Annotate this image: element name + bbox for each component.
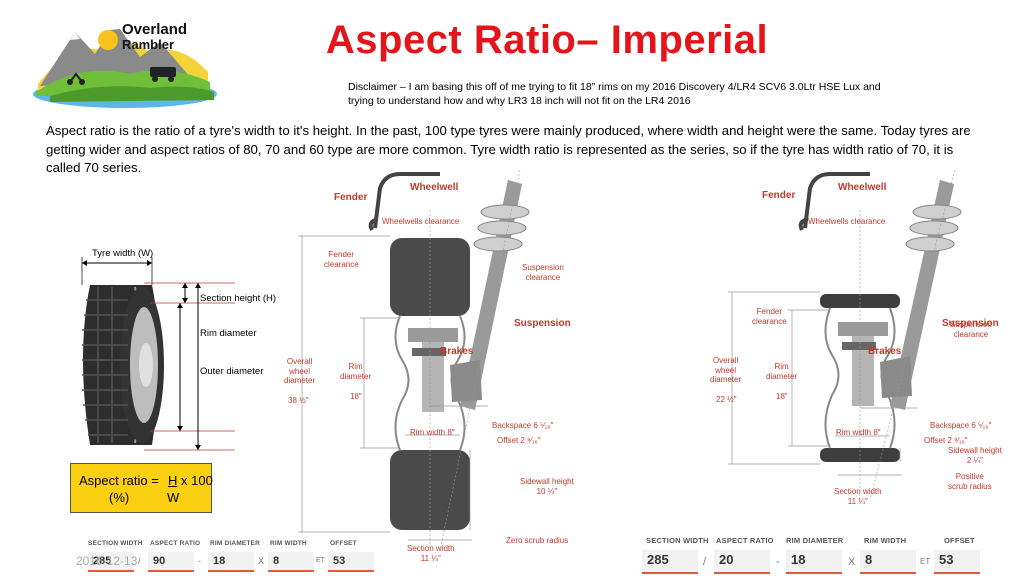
overall-wheel-diameter-right: Overall wheel diameter [710, 356, 742, 384]
wheelwell-label-left: Wheelwell [410, 182, 459, 193]
logo-text-2: Rambler [122, 37, 174, 52]
rim-diameter-left: Rim diameter [340, 362, 372, 381]
fender-label-left: Fender [334, 192, 368, 203]
formula-multiplier: x 100 [181, 473, 213, 488]
section-width-right: Section width 11 ¼″ [834, 487, 882, 506]
ts-right-section-width[interactable]: 285 [642, 550, 698, 574]
formula-denominator: W [167, 490, 180, 505]
intro-paragraph: Aspect ratio is the ratio of a tyre's wi… [46, 123, 971, 175]
suspension-label-right: Suspension [942, 318, 999, 329]
ts-right-header-section-width: SECTION WIDTH [646, 536, 709, 545]
ts-right-rim-diameter[interactable]: 18 [786, 550, 842, 574]
brakes-label-left: Brakes [440, 346, 474, 357]
suspension-label-left: Suspension [514, 318, 571, 329]
outer-diameter-label: Outer diameter [200, 366, 264, 377]
tyre-size-bar-right: SECTION WIDTH ASPECT RATIO RIM DIAMETER … [642, 534, 982, 584]
rim-value-left: 18″ [350, 392, 362, 401]
offset-right: Offset 2 ⁹⁄₁₆″ [924, 436, 968, 445]
ts-right-header-aspect-ratio: ASPECT RATIO [716, 536, 774, 545]
sidewall-height-right: Sidewall height 2 ¼″ [948, 446, 1002, 465]
fender-clearance-left: Fender clearance [324, 250, 359, 269]
ts-left-slash: / [138, 556, 141, 566]
backspace-left: Backspace 6 ⁵⁄₁₆″ [492, 421, 554, 430]
aspect-ratio-formula: Aspect ratio = (%) H W x 100 [70, 463, 213, 513]
formula-numerator: H [168, 473, 178, 488]
page-title: Aspect Ratio– Imperial [325, 18, 769, 62]
section-width-left: Section width 11 ¼″ [407, 544, 455, 563]
ts-left-dash: - [198, 556, 201, 566]
ts-right-et: ET [920, 557, 931, 566]
formula-label: Aspect ratio = [79, 473, 159, 488]
fender-label-right: Fender [762, 190, 796, 201]
ts-left-header-rim-diameter: RIM DIAMETER [210, 540, 261, 547]
ts-left-aspect-ratio[interactable]: 90 [148, 552, 194, 572]
date-stamp: 2016-12-13 [76, 554, 138, 568]
ts-right-rim-width[interactable]: 8 [860, 550, 916, 574]
overland-rambler-logo: Overland Rambler [33, 21, 217, 108]
overall-value-right: 22 ½″ [716, 395, 737, 404]
brakes-label-right: Brakes [868, 346, 902, 357]
ts-right-header-rim-width: RIM WIDTH [864, 536, 907, 545]
ts-right-aspect-ratio[interactable]: 20 [714, 550, 770, 574]
formula-percent: (%) [109, 490, 130, 505]
sidewall-height-left: Sidewall height 10 ¼″ [520, 477, 574, 496]
overall-wheel-diameter-left: Overall wheel diameter [284, 357, 316, 385]
rim-width-right: Rim width 8″ [836, 428, 881, 437]
wheelwell-label-right: Wheelwell [838, 182, 887, 193]
tyre-size-bar-left: SECTION WIDTH ASPECT RATIO RIM DIAMETER … [88, 538, 378, 588]
ts-right-header-rim-diameter: RIM DIAMETER [786, 536, 844, 545]
wheelwells-clearance-left: Wheelwells clearance [382, 217, 460, 226]
ts-left-header-aspect-ratio: ASPECT RATIO [150, 540, 201, 547]
wheel-diagram-left [298, 170, 530, 551]
ts-left-offset[interactable]: 53 [328, 552, 374, 572]
ts-left-header-rim-width: RIM WIDTH [270, 540, 307, 547]
rim-diameter-label: Rim diameter [200, 328, 257, 339]
ts-left-rim-width[interactable]: 8 [268, 552, 314, 572]
suspension-clearance-right: Suspension clearance [950, 320, 992, 339]
wheel-diagram-right [728, 170, 962, 501]
backspace-right: Backspace 6 ⁵⁄₁₆″ [930, 421, 992, 430]
suspension-clearance-left: Suspension clearance [522, 263, 564, 282]
rim-width-left: Rim width 8″ [410, 428, 455, 437]
tyre-width-label: Tyre width (W) [92, 248, 154, 259]
ts-left-et: ET [316, 557, 325, 564]
tyre-illustration [81, 257, 235, 451]
section-height-label: Section height (H) [200, 293, 277, 304]
ts-right-slash: / [703, 556, 707, 568]
ts-left-section-width[interactable]: 285 [88, 552, 134, 572]
ts-right-x: X [848, 556, 856, 568]
offset-left: Offset 2 ⁹⁄₁₆″ [497, 436, 541, 445]
ts-right-header-offset: OFFSET [944, 536, 975, 545]
fender-clearance-right: Fender clearance [752, 307, 787, 326]
rim-diameter-right: Rim diameter [766, 362, 798, 381]
ts-left-rim-diameter[interactable]: 18 [208, 552, 254, 572]
ts-left-x: X [258, 556, 265, 566]
ts-left-header-offset: OFFSET [330, 540, 357, 547]
rim-value-right: 18″ [776, 392, 788, 401]
zero-scrub-left: Zero scrub radius [506, 536, 569, 545]
ts-right-offset[interactable]: 53 [934, 550, 980, 574]
wheelwells-clearance-right: Wheelwells clearance [808, 217, 886, 226]
disclaimer: Disclaimer – I am basing this off of me … [348, 81, 881, 107]
positive-scrub-right: Positive scrub radius [948, 472, 992, 491]
logo-text-1: Overland [122, 21, 187, 38]
overall-value-left: 38 ½″ [288, 396, 309, 405]
ts-left-header-section-width: SECTION WIDTH [88, 540, 143, 547]
ts-right-dash: - [776, 556, 780, 568]
